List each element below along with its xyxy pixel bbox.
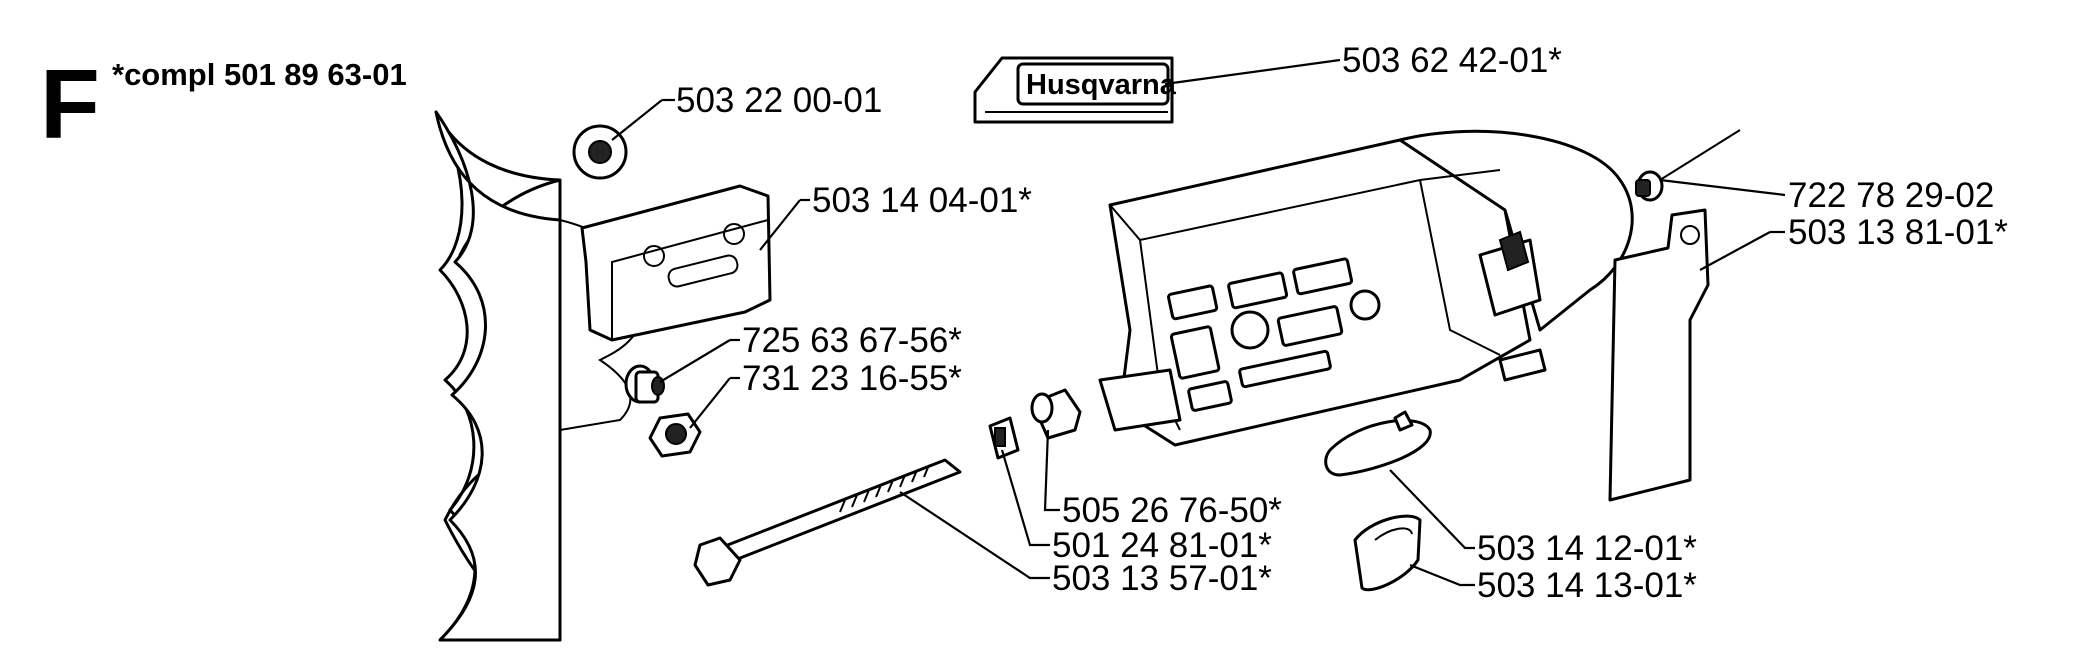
guard-drawing (1608, 208, 1710, 502)
tensioner-screw-drawing (693, 458, 962, 587)
label-sprocket-nut: 503 22 00-01 (676, 81, 882, 120)
decal-drawing: Husqvarna (973, 56, 1177, 124)
tensioner-pin-drawing (1030, 388, 1082, 440)
label-chain-catcher-lower: 503 14 13-01* (1477, 566, 1697, 605)
washer-drawing (624, 364, 665, 404)
nut-drawing (648, 412, 702, 458)
tensioner-washer-drawing (988, 416, 1020, 460)
clutch-cover-drawing (1098, 129, 1634, 447)
leader-lines (611, 58, 1786, 587)
sprocket-drawing (434, 110, 652, 642)
label-decal: 503 62 42-01* (1342, 41, 1562, 80)
label-tensioner-pin: 505 26 76-50* (1062, 491, 1282, 530)
label-washer: 725 63 67-56* (742, 321, 962, 360)
chain-catcher-upper-drawing (1324, 410, 1432, 477)
section-letter: F (40, 49, 100, 159)
label-pin: 722 78 29-02 (1788, 176, 1994, 215)
callout-labels: 503 22 00-01 503 14 04-01* 725 63 67-56*… (676, 41, 2008, 605)
chain-catcher-lower-drawing (1353, 514, 1422, 592)
pin-drawing (1635, 129, 1741, 202)
label-tensioner-screw: 503 13 57-01* (1052, 559, 1272, 598)
label-plate: 503 14 04-01* (812, 181, 1032, 220)
label-chain-catcher-upper: 503 14 12-01* (1477, 529, 1697, 568)
kit-label: *compl 501 89 63-01 (112, 57, 407, 92)
label-tensioner-washer: 501 24 81-01* (1052, 526, 1272, 565)
label-nut: 731 23 16-55* (742, 359, 962, 398)
plate-drawing (580, 184, 772, 342)
label-guard: 503 13 81-01* (1788, 213, 2008, 252)
brand-text: Husqvarna (1026, 69, 1177, 101)
